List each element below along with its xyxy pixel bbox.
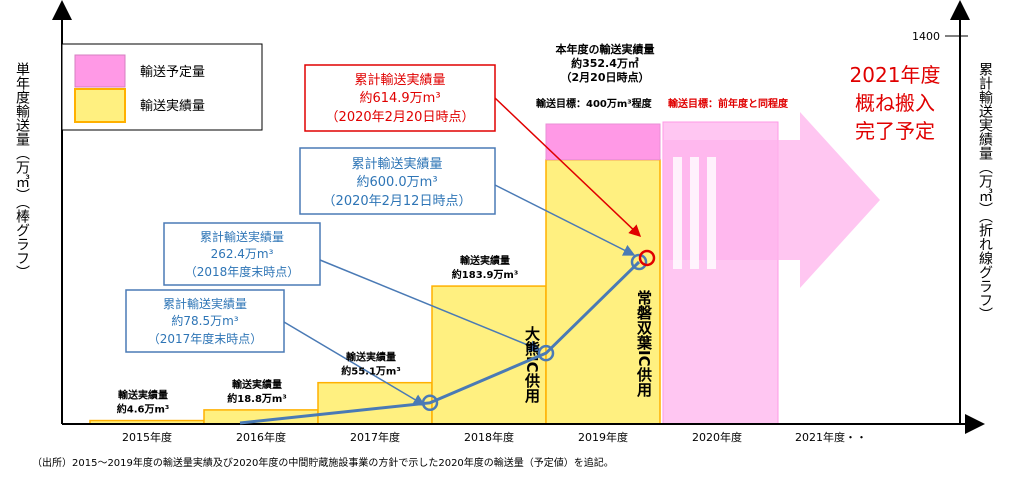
bar-actual-4 [545, 158, 661, 425]
bar-label-name-0: 輸送実績量 [118, 389, 168, 402]
x-tick-6: 2021年度・・ [795, 430, 867, 444]
legend-swatch-actual [74, 88, 126, 123]
callout-2017: 累計輸送実績量 約78.5万m³ （2017年度末時点） [125, 289, 285, 353]
svg-text:2021年度: 2021年度 [850, 63, 941, 87]
right-tick-label: 1400 [912, 30, 940, 43]
ic-label-joban-futaba: 常磐双葉IC供用 [635, 289, 653, 398]
pointer-2020-02-12 [494, 184, 636, 256]
pointer-2017 [283, 321, 426, 406]
cumulative-point-2 [630, 253, 648, 271]
pointer-2018 [319, 259, 542, 352]
legend: 輸送予定量 輸送実績量 [61, 43, 263, 131]
legend-swatch-planned [74, 54, 126, 88]
bar-label-value-3: 約183.9万m³ [452, 268, 518, 281]
bar-label-value-2: 約55.1万m³ [341, 365, 400, 378]
svg-text:累計輸送実績量: 累計輸送実績量 [354, 72, 445, 88]
ic-label-okuma: 大熊IC供用 [523, 325, 541, 404]
ylabel-left: 単年度輸送量（万㎥）（棒グラフ） [14, 62, 30, 279]
svg-text:（2月20日時点）: （2月20日時点） [561, 70, 650, 84]
svg-text:累計輸送実績量: 累計輸送実績量 [351, 156, 442, 172]
bar-label-value-1: 約18.8万m³ [227, 392, 286, 405]
svg-text:約352.4万㎥: 約352.4万㎥ [571, 56, 639, 70]
bar-label-name-1: 輸送実績量 [232, 378, 282, 391]
x-tick-2: 2017年度 [350, 430, 400, 444]
callout-2018: 累計輸送実績量 262.4万m³ （2018年度末時点） [163, 222, 321, 286]
x-tick-1: 2016年度 [236, 430, 286, 444]
svg-text:（2017年度末時点）: （2017年度末時点） [148, 331, 263, 346]
legend-label-planned: 輸送予定量 [140, 65, 205, 80]
cumulative-point-1 [537, 344, 555, 362]
svg-text:約78.5万m³: 約78.5万m³ [171, 313, 238, 328]
target-2020: 輸送目標：前年度と同程度 [668, 97, 789, 110]
x-tick-5: 2020年度 [692, 430, 742, 444]
completion-note: 2021年度 概ね搬入 完了予定 [850, 63, 941, 143]
bar-actual-3 [431, 285, 547, 425]
callout-2020-02-12: 累計輸送実績量 約600.0万m³ （2020年2月12日時点） [299, 147, 496, 215]
future-2020-region [662, 112, 880, 425]
x-tick-0: 2015年度 [122, 430, 172, 444]
svg-text:累計輸送実績量: 累計輸送実績量 [163, 296, 247, 311]
svg-text:（2018年度末時点）: （2018年度末時点） [185, 264, 300, 279]
svg-text:累計輸送実績量: 累計輸送実績量 [200, 229, 284, 244]
svg-text:完了予定: 完了予定 [855, 119, 935, 143]
svg-text:概ね搬入: 概ね搬入 [855, 91, 935, 115]
pointer-2020-02-20 [494, 97, 642, 238]
cumulative-point-0 [421, 394, 439, 412]
legend-label-actual: 輸送実績量 [140, 98, 205, 114]
svg-text:約614.9万m³: 約614.9万m³ [359, 91, 440, 106]
bar-label-name-3: 輸送実績量 [460, 254, 510, 267]
cumulative-line-path [239, 260, 641, 425]
svg-text:（2020年2月20日時点）: （2020年2月20日時点） [326, 110, 475, 125]
footnote: （出所）2015～2019年度の輸送量実績及び2020年度の中間貯蔵施設事業の方… [32, 456, 614, 469]
current-year-note: 本年度の輸送実績量 約352.4万㎥ （2月20日時点） [556, 42, 655, 84]
x-tick-4: 2019年度 [578, 430, 628, 444]
bar-label-name-2: 輸送実績量 [346, 351, 396, 364]
callout-2020-02-20: 累計輸送実績量 約614.9万m³ （2020年2月20日時点） [304, 64, 496, 132]
bar-planned-4 [545, 123, 661, 161]
ylabel-right: 累計輸送実績量（万㎥）（折れ線グラフ） [977, 62, 993, 321]
target-2019: 輸送目標：400万m³程度 [536, 97, 653, 110]
svg-text:262.4万m³: 262.4万m³ [211, 247, 274, 261]
svg-text:本年度の輸送実績量: 本年度の輸送実績量 [556, 42, 655, 56]
svg-text:（2020年2月12日時点）: （2020年2月12日時点） [323, 194, 472, 209]
bar-series [89, 123, 661, 425]
cumulative-line [239, 249, 656, 425]
x-tick-labels: 2015年度 2016年度 2017年度 2018年度 2019年度 2020年度 2021… [122, 430, 867, 444]
svg-text:約600.0万m³: 約600.0万m³ [356, 175, 437, 190]
x-tick-3: 2018年度 [464, 430, 514, 444]
cumulative-point-3 [638, 249, 656, 267]
bar-value-labels: 輸送実績量約4.6万m³輸送実績量約18.8万m³輸送実績量約55.1万m³輸送… [117, 254, 518, 415]
bar-label-value-0: 約4.6万m³ [117, 403, 170, 416]
